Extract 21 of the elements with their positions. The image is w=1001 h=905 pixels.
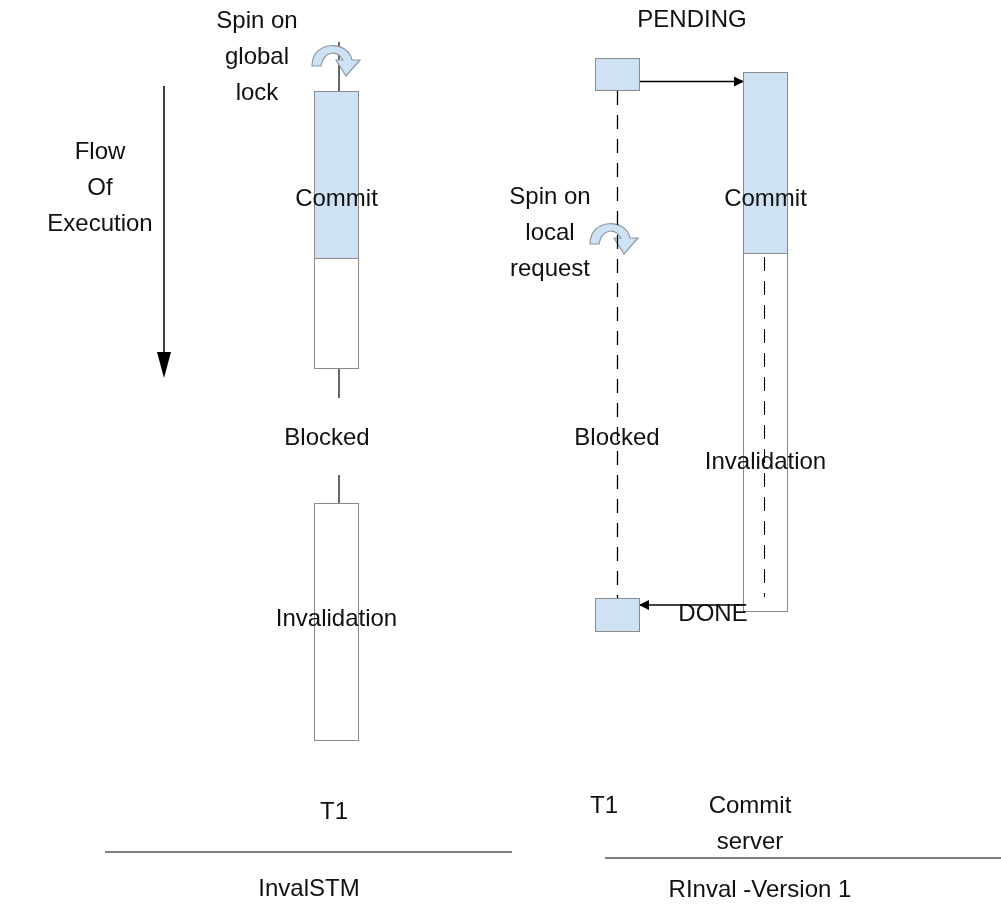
- scheme-title: RInval -Version 1: [668, 874, 852, 904]
- bar-label: Commit: [295, 183, 378, 213]
- direction-label: Flow Of Execution: [46, 136, 154, 238]
- thread-label: T1: [590, 790, 618, 820]
- activity-bar: [314, 258, 359, 369]
- bar-label: Invalidation: [275, 603, 398, 633]
- thread-label: T1: [320, 796, 348, 826]
- edge-label: PENDING: [637, 4, 747, 34]
- state-label: Blocked: [574, 422, 660, 452]
- thread-label: Commit server: [707, 790, 793, 856]
- message-arrow: [639, 76, 744, 87]
- bar-label: Commit: [724, 183, 807, 213]
- edge-label: DONE: [678, 598, 748, 628]
- dashed-lifeline: [616, 90, 619, 599]
- annotation-text: Spin on global lock: [215, 5, 299, 107]
- request-box: [595, 598, 640, 632]
- bar-label: Invalidation: [704, 446, 827, 476]
- request-box: [595, 58, 640, 91]
- annotation-text: Spin on local request: [508, 181, 592, 283]
- state-label: Blocked: [284, 422, 370, 452]
- scheme-title: InvalSTM: [258, 873, 360, 903]
